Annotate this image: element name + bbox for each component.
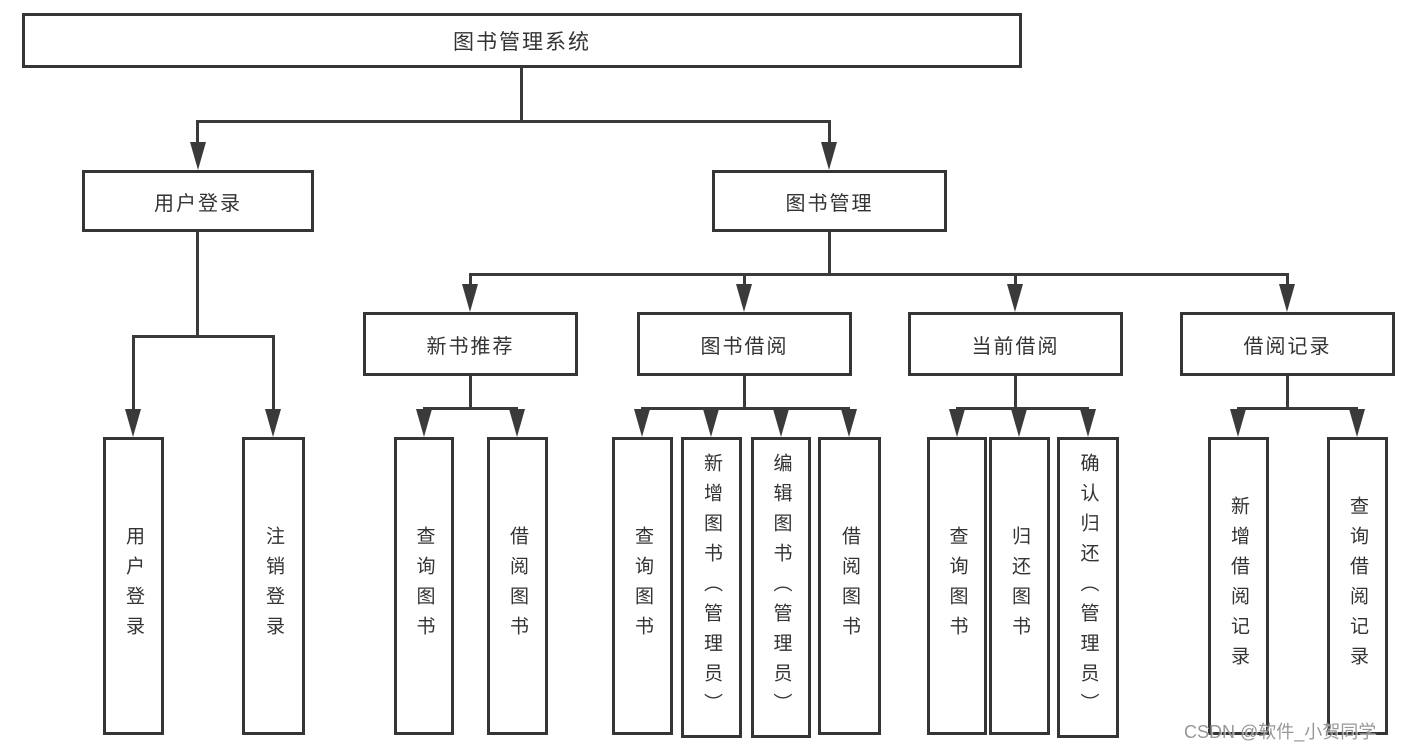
arrowhead-leaf-bb-borrow: [841, 409, 857, 437]
leaf-nb-borrow-books: 借阅图书: [487, 437, 548, 735]
leaf-bb-add-books-admin: 新增图书（管理员）: [681, 437, 742, 738]
leaf-cb-confirm-return-admin-label: 确认归还（管理员）: [1077, 452, 1099, 723]
leaf-cb-confirm-return-admin: 确认归还（管理员）: [1057, 437, 1119, 738]
arrowhead-new-book-rec: [462, 284, 478, 312]
arrowhead-current-borrow: [1007, 284, 1023, 312]
arrowhead-leaf-cb-query: [949, 409, 965, 437]
node-book-borrow-label: 图书借阅: [700, 335, 789, 358]
leaf-bb-edit-books-admin: 编辑图书（管理员）: [751, 437, 811, 738]
arrowhead-leaf-cb-confirm: [1080, 409, 1096, 437]
leaf-br-add-record: 新增借阅记录: [1208, 437, 1269, 735]
node-user-login: 用户登录: [82, 170, 314, 232]
node-book-borrow: 图书借阅: [637, 312, 852, 376]
node-library-system: 图书管理系统: [22, 13, 1022, 68]
arrowhead-leaf-br-query: [1349, 409, 1365, 437]
arrowhead-leaf-bb-add: [703, 409, 719, 437]
leaf-bb-borrow-books-label: 借阅图书: [839, 526, 860, 646]
leaf-cb-return-books-label: 归还图书: [1009, 526, 1030, 646]
node-book-mgmt: 图书管理: [712, 170, 947, 232]
node-book-mgmt-label: 图书管理: [785, 192, 874, 215]
leaf-logout-label: 注销登录: [263, 526, 284, 646]
leaf-bb-borrow-books: 借阅图书: [818, 437, 881, 735]
arrowhead-leaf-user-login: [125, 409, 141, 437]
leaf-bb-query-books: 查询图书: [612, 437, 673, 735]
connector-new-book-rec-stem: [469, 376, 472, 409]
leaf-bb-edit-books-admin-label: 编辑图书（管理员）: [770, 452, 792, 723]
leaf-user-login-label: 用户登录: [123, 526, 144, 646]
leaf-cb-query-books: 查询图书: [927, 437, 987, 735]
connector-drop-current-borrow: [1014, 273, 1017, 286]
arrowhead-leaf-nb-borrow: [509, 409, 525, 437]
connector-borrow-records-stem: [1286, 376, 1289, 409]
leaf-cb-query-books-label: 查询图书: [946, 526, 968, 646]
leaf-nb-borrow-books-label: 借阅图书: [507, 526, 528, 646]
node-borrow-records: 借阅记录: [1180, 312, 1395, 376]
arrowhead-leaf-bb-query: [634, 409, 650, 437]
arrowhead-leaf-nb-query: [416, 409, 432, 437]
node-new-book-rec-label: 新书推荐: [426, 335, 515, 358]
node-new-book-rec: 新书推荐: [363, 312, 578, 376]
leaf-user-login: 用户登录: [103, 437, 164, 735]
connector-drop-new-book-rec: [469, 273, 472, 286]
arrowhead-leaf-br-add: [1230, 409, 1246, 437]
connector-drop-book-mgmt: [828, 120, 831, 144]
leaf-logout: 注销登录: [242, 437, 305, 735]
connector-current-borrow-stem: [1014, 376, 1017, 409]
arrowhead-borrow-records: [1279, 284, 1295, 312]
arrowhead-book-borrow: [736, 284, 752, 312]
connector-level3-branch: [469, 273, 1289, 276]
connector-borrow-records-branch: [1237, 407, 1358, 410]
connector-level2-branch: [196, 120, 831, 123]
leaf-bb-add-books-admin-label: 新增图书（管理员）: [701, 452, 722, 723]
connector-drop-leaf-user-login: [132, 335, 135, 409]
node-user-login-label: 用户登录: [154, 192, 242, 215]
leaf-nb-query-books-label: 查询图书: [413, 526, 435, 646]
arrowhead-leaf-logout: [265, 409, 281, 437]
connector-book-borrow-branch: [641, 407, 850, 410]
leaf-cb-return-books: 归还图书: [989, 437, 1050, 735]
csdn-watermark: CSDN @软件_小贺同学: [1184, 722, 1377, 742]
arrowhead-book-mgmt: [821, 142, 837, 170]
connector-current-borrow-branch: [956, 407, 1089, 410]
connector-drop-borrow-records: [1286, 273, 1289, 286]
connector-book-borrow-stem: [743, 376, 746, 409]
node-current-borrow-label: 当前借阅: [971, 335, 1060, 358]
arrowhead-leaf-bb-edit: [773, 409, 789, 437]
leaf-br-query-record: 查询借阅记录: [1327, 437, 1388, 735]
connector-user-login-branch: [132, 335, 275, 338]
arrowhead-user-login: [190, 142, 206, 170]
connector-drop-user-login: [196, 120, 199, 144]
connector-book-mgmt-stem: [828, 232, 831, 275]
connector-root-stem: [520, 68, 523, 122]
node-current-borrow: 当前借阅: [908, 312, 1123, 376]
node-library-system-label: 图书管理系统: [453, 30, 591, 54]
leaf-nb-query-books: 查询图书: [394, 437, 454, 735]
connector-user-login-stem: [196, 232, 199, 337]
connector-new-book-rec-branch: [423, 407, 518, 410]
arrowhead-leaf-cb-return: [1011, 409, 1027, 437]
connector-drop-book-borrow: [743, 273, 746, 286]
leaf-bb-query-books-label: 查询图书: [632, 526, 653, 646]
node-borrow-records-label: 借阅记录: [1243, 335, 1332, 358]
leaf-br-query-record-label: 查询借阅记录: [1347, 496, 1368, 676]
leaf-br-add-record-label: 新增借阅记录: [1228, 496, 1249, 676]
connector-drop-leaf-logout: [272, 335, 275, 409]
